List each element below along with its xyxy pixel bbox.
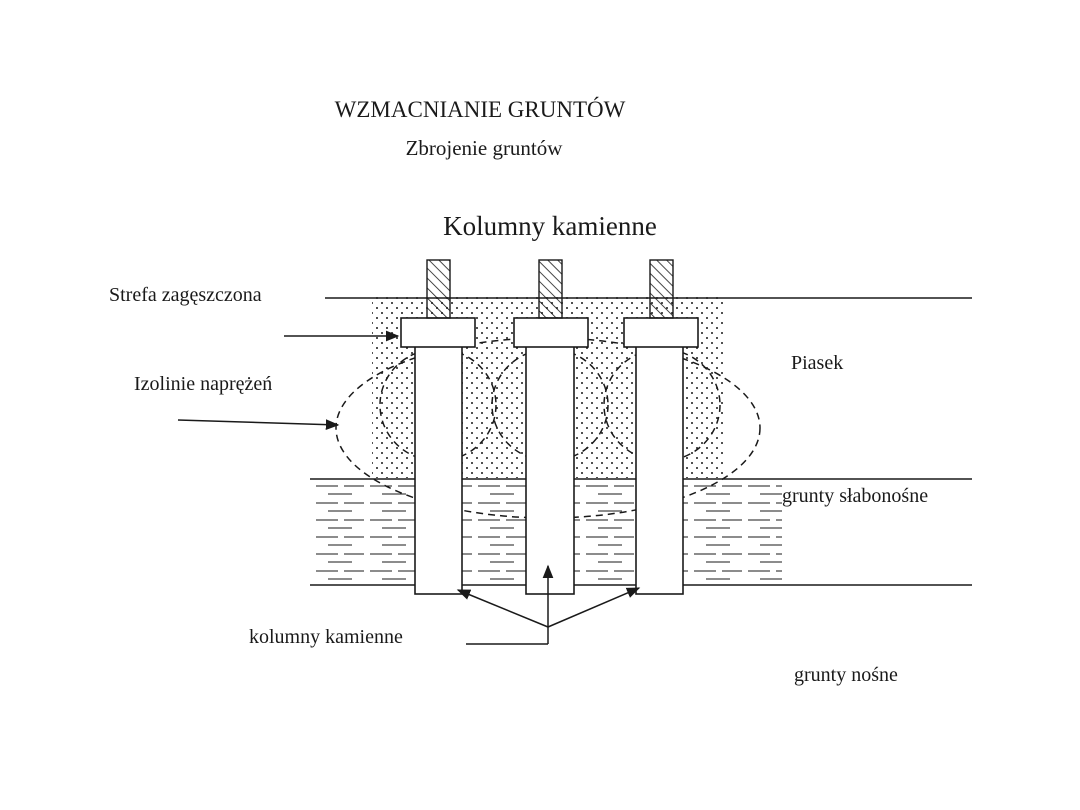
column-cap-2 [513, 317, 589, 348]
label-sand: Piasek [791, 352, 843, 374]
stone-column-2 [513, 259, 589, 595]
label-stone-columns: kolumny kamienne [249, 626, 403, 648]
stone-columns-arrow-left [456, 589, 549, 628]
diagram-title: WZMACNIANIE GRUNTÓW [335, 96, 626, 122]
column-hatched-top-3 [649, 259, 674, 319]
label-bearing-soils: grunty nośne [794, 664, 898, 686]
stone-column-3 [623, 259, 699, 595]
stress-isoline-arrow [177, 419, 340, 431]
column-cap-3 [623, 317, 699, 348]
column-hatched-top-2 [538, 259, 563, 319]
stone-columns-arrow-right [547, 587, 641, 628]
column-hatched-top-1 [426, 259, 451, 319]
diagram-heading: Kolumny kamienne [443, 211, 657, 241]
column-cap-1 [400, 317, 476, 348]
label-weak-soils: grunty słabonośne [782, 485, 928, 507]
stone-column-1 [400, 259, 476, 595]
column-shaft-3 [635, 345, 684, 595]
label-stress-isolines: Izolinie naprężeń [134, 373, 272, 395]
column-shaft-1 [414, 345, 463, 595]
column-shaft-2 [525, 345, 575, 595]
diagram-subtitle: Zbrojenie gruntów [406, 136, 564, 160]
label-compacted-zone: Strefa zagęszczona [109, 284, 262, 306]
